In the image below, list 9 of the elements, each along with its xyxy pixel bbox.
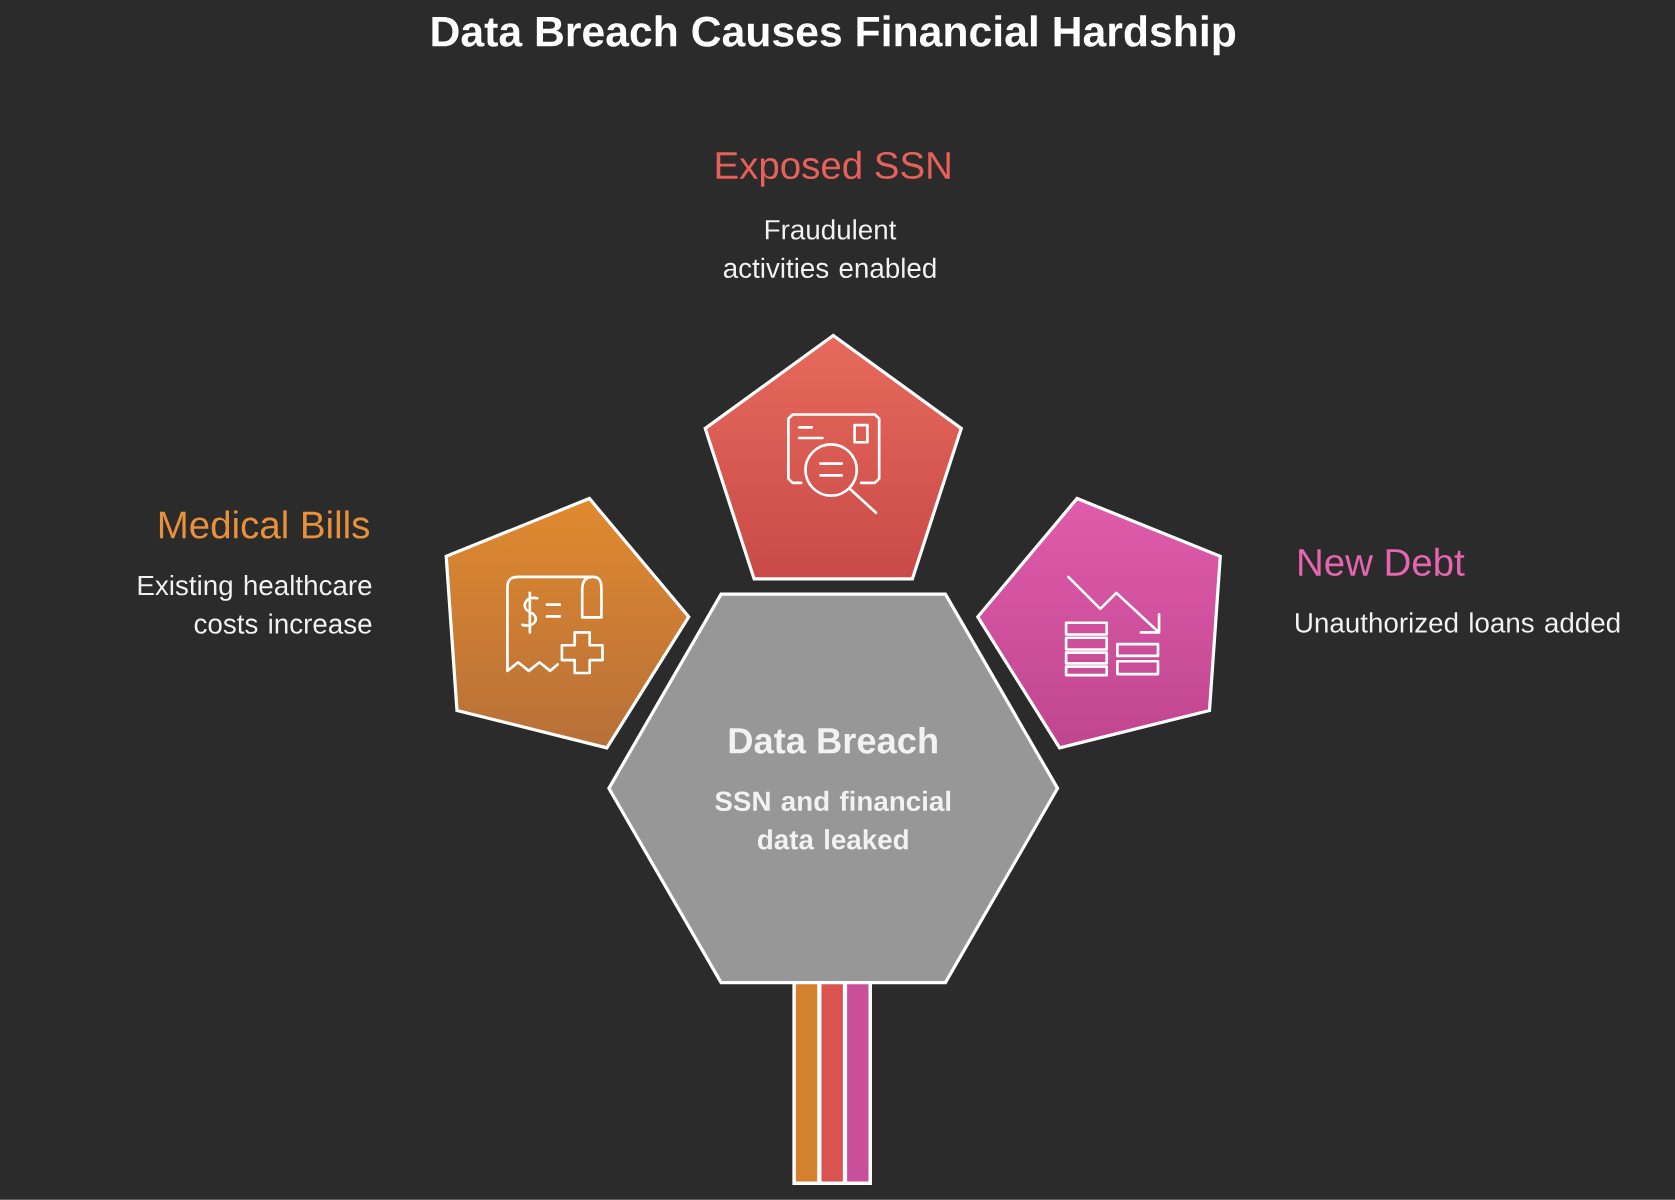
heading: Exposed SSN [716,151,950,187]
heading: New Debt [1299,547,1465,577]
description: Existing healthcare costs increase [138,575,372,634]
heading: Medical Bills [159,510,369,539]
title: Data Breach Causes Financial Hardship [432,15,1236,56]
heading: Data Breach [729,727,937,754]
description: SSN and financial data leaked [715,790,951,850]
description: Unauthorized loans added [1296,612,1620,633]
description: Fraudulent activities enabled [723,219,936,279]
